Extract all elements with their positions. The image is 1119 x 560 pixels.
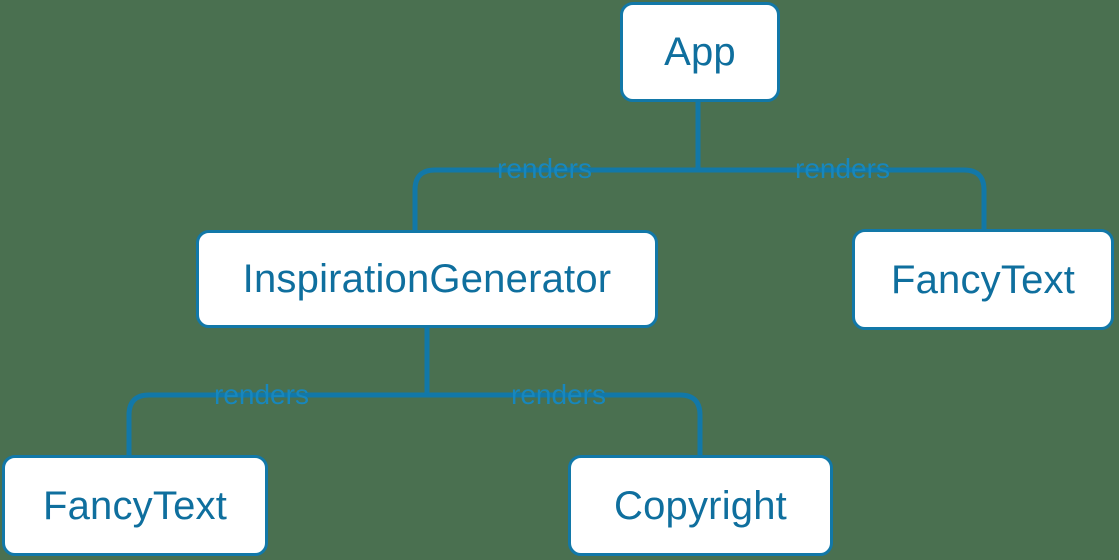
node-app[interactable]: App [620, 2, 780, 102]
edge-label-app-to-inspiration-generator: renders [497, 153, 592, 184]
node-fancytext-bottom-label: FancyText [42, 483, 228, 528]
node-inspiration-generator[interactable]: InspirationGenerator [196, 230, 658, 328]
node-copyright-label: Copyright [614, 483, 787, 528]
node-inspiration-generator-label: InspirationGenerator [242, 257, 612, 301]
node-fancytext-bottom[interactable]: FancyText [2, 455, 268, 556]
edge-label-app-to-fancytext-right: renders [795, 153, 890, 184]
edge-label-inspiration-generator-to-copyright: renders [511, 379, 606, 410]
node-app-label: App [664, 30, 736, 74]
edge-label-inspiration-generator-to-fancytext-bottom: renders [214, 379, 309, 410]
node-copyright[interactable]: Copyright [568, 455, 833, 556]
node-fancytext-right-label: FancyText [890, 257, 1076, 302]
node-fancytext-right[interactable]: FancyText [852, 229, 1114, 330]
